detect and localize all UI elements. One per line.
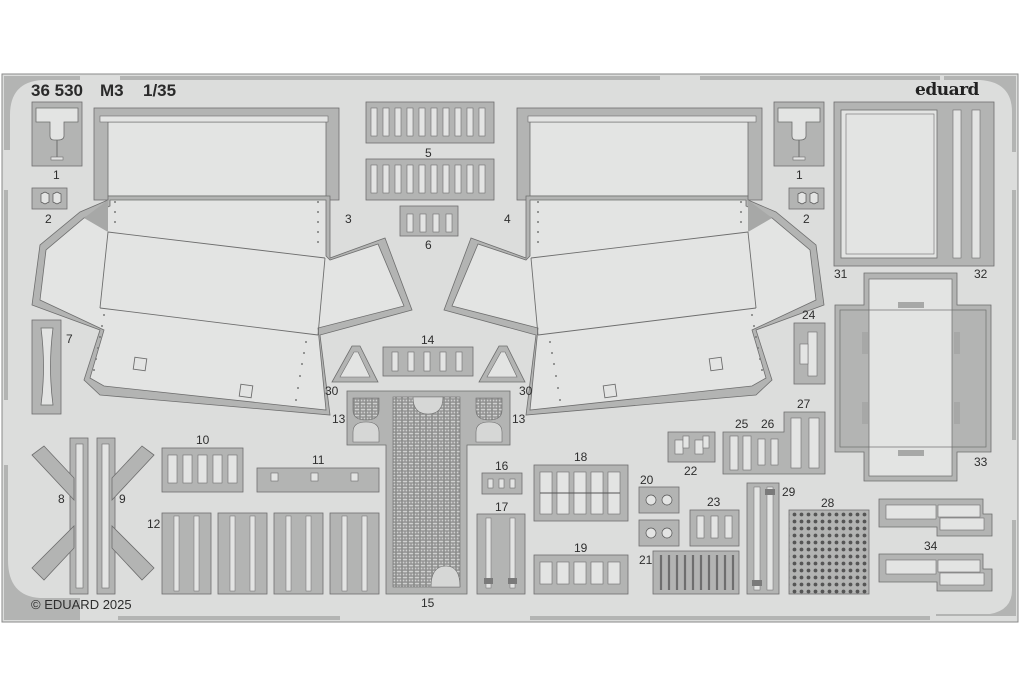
- label-part-17: 17: [495, 500, 509, 514]
- label-part-33: 33: [974, 455, 988, 469]
- part-15-mesh-floor: [346, 390, 511, 595]
- label-part-1-right: 1: [796, 168, 803, 182]
- part-18-latches: [533, 464, 629, 522]
- label-part-18: 18: [574, 450, 588, 464]
- label-part-4: 4: [504, 212, 511, 226]
- part-31-frame-panel: [833, 101, 995, 267]
- part-2-left: [31, 187, 68, 210]
- part-10-buckles: [161, 447, 244, 493]
- part-30-gusset-left: [331, 345, 379, 383]
- part-6-clasps: [399, 205, 459, 237]
- label-part-20: 20: [640, 473, 654, 487]
- label-part-8: 8: [58, 492, 65, 506]
- label-part-14: 14: [421, 333, 435, 347]
- label-part-25: 25: [735, 417, 749, 431]
- part-21-pins: [652, 550, 740, 595]
- label-part-23: 23: [707, 495, 721, 509]
- label-part-19: 19: [574, 541, 588, 555]
- part-3-panel: [31, 107, 413, 416]
- label-part-16: 16: [495, 459, 509, 473]
- label-part-21: 21: [639, 553, 653, 567]
- label-part-11: 11: [312, 453, 325, 467]
- part-28-rivet-grid: [788, 509, 870, 595]
- label-part-34: 34: [924, 539, 938, 553]
- label-part-32: 32: [974, 267, 988, 281]
- label-part-5: 5: [425, 146, 432, 160]
- part-16-links: [481, 472, 523, 495]
- label-part-2-left: 2: [45, 212, 52, 226]
- label-part-31: 31: [834, 267, 848, 281]
- label-part-7: 7: [66, 332, 73, 346]
- part-19-clips: [533, 554, 629, 595]
- kit-number: 36 530: [31, 81, 83, 100]
- label-part-9: 9: [119, 492, 126, 506]
- label-part-24: 24: [802, 308, 816, 322]
- part-11-hinges: [256, 467, 380, 493]
- label-part-22: 22: [684, 464, 698, 478]
- label-part-28: 28: [821, 496, 835, 510]
- label-part-2-right: 2: [803, 212, 810, 226]
- label-part-13-right: 13: [512, 412, 526, 426]
- part-8-brace: [31, 437, 89, 595]
- brand-logo: eduard: [915, 80, 979, 100]
- part-25-26-27: [722, 411, 826, 475]
- copyright: © EDUARD 2025: [31, 597, 132, 612]
- label-part-30-right: 30: [519, 384, 533, 398]
- part-2-right: [788, 187, 825, 210]
- label-part-6: 6: [425, 238, 432, 252]
- part-13-vent-right: [475, 397, 503, 443]
- label-part-30-left: 30: [325, 384, 339, 398]
- part-5-clasps: [365, 101, 495, 201]
- part-34-brackets: [878, 498, 993, 592]
- part-20-washers: [638, 486, 680, 547]
- label-part-12: 12: [147, 517, 161, 531]
- scale: 1/35: [143, 81, 177, 100]
- part-12-straps: [161, 512, 380, 595]
- part-29-long-strap: [746, 482, 780, 595]
- part-17-straps: [476, 513, 526, 595]
- part-7-strap: [31, 319, 62, 415]
- label-part-26: 26: [761, 417, 775, 431]
- part-23-buckles: [689, 509, 740, 547]
- part-33-box-tray: [834, 272, 992, 482]
- part-14-brackets: [382, 346, 474, 377]
- part-22-brackets: [667, 431, 716, 463]
- part-24-clasp: [793, 322, 826, 385]
- part-13-vent-left: [352, 397, 380, 443]
- part-4-panel: [443, 107, 825, 416]
- label-part-15: 15: [421, 596, 435, 610]
- label-part-1-left: 1: [53, 168, 60, 182]
- part-1-left: [31, 101, 83, 167]
- label-part-29: 29: [782, 485, 796, 499]
- label-part-10: 10: [196, 433, 210, 447]
- label-part-3: 3: [345, 212, 352, 226]
- label-part-27: 27: [797, 397, 811, 411]
- part-1-right: [773, 101, 825, 167]
- model-name: M3: [100, 81, 124, 100]
- part-9-brace: [96, 437, 155, 595]
- part-30-gusset-right: [478, 345, 526, 383]
- label-part-13-left: 13: [332, 412, 346, 426]
